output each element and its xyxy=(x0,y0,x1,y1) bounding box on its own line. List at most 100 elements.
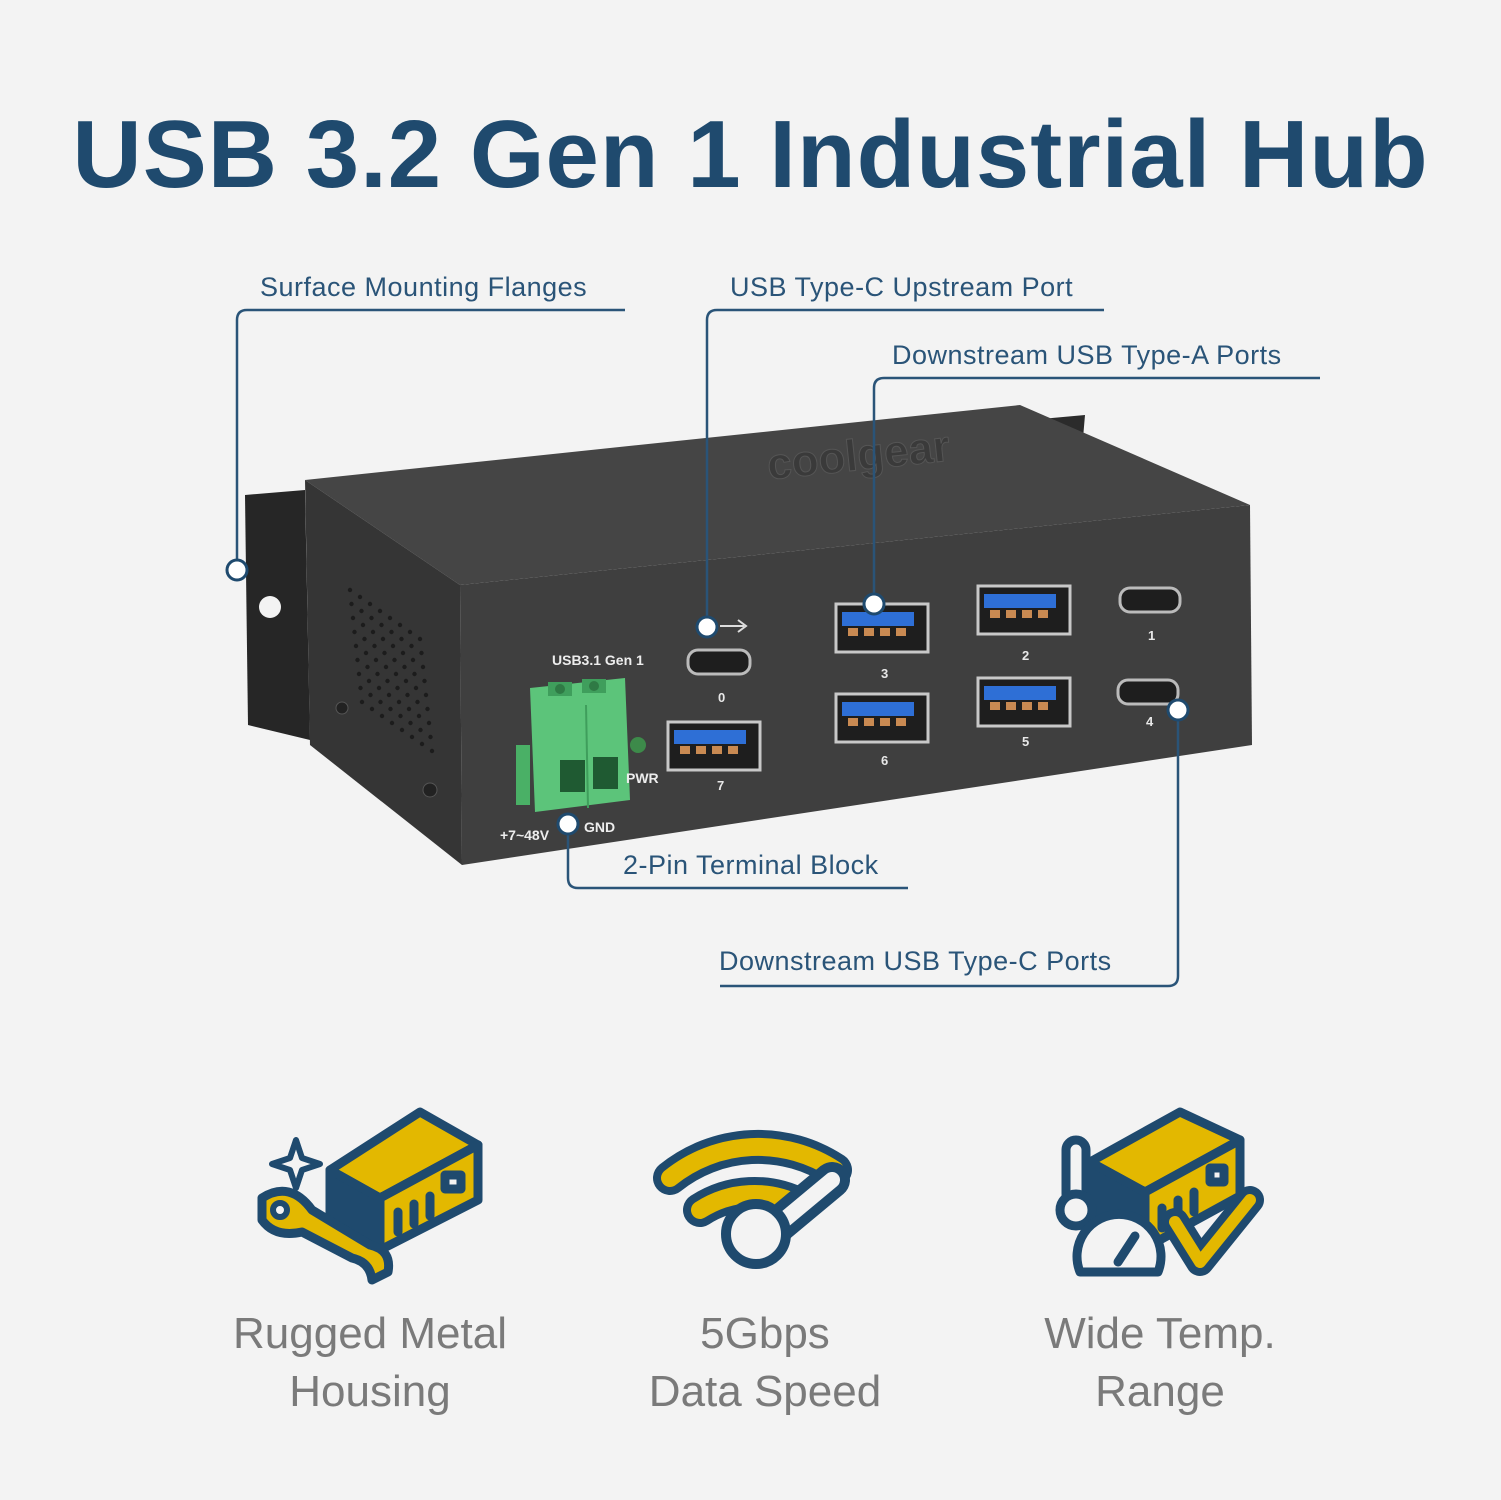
vent-hole xyxy=(415,699,420,705)
feature-rugged-line1: Rugged Metal xyxy=(233,1309,507,1358)
port-label-5: 5 xyxy=(1022,734,1029,749)
vent-hole xyxy=(369,615,374,621)
usb-a-pin xyxy=(864,628,874,636)
vent-hole xyxy=(378,699,383,705)
vent-hole xyxy=(379,713,385,719)
vent-hole xyxy=(383,664,389,670)
feature-speed-line1: 5Gbps xyxy=(700,1309,830,1358)
vent-hole xyxy=(419,650,424,656)
usb-a-pin xyxy=(1038,610,1048,618)
vent-hole xyxy=(359,608,364,614)
vent-hole xyxy=(428,734,433,740)
usb-a-pin xyxy=(880,718,890,726)
vent-hole xyxy=(372,643,377,649)
usb-a-pin xyxy=(1022,610,1032,618)
usb-a-pin xyxy=(990,610,1000,618)
page-title: USB 3.2 Gen 1 Industrial Hub xyxy=(72,101,1429,208)
vent-hole xyxy=(359,699,365,705)
usb-a-pin xyxy=(712,746,722,754)
feature-temp-line1: Wide Temp. xyxy=(1044,1309,1276,1358)
power-led xyxy=(630,737,646,753)
usb-a-pin xyxy=(1022,702,1032,710)
usb-a-pin xyxy=(864,718,874,726)
vent-hole xyxy=(425,706,430,712)
vent-hole xyxy=(356,671,362,677)
vent-hole xyxy=(358,685,363,691)
callout-lines xyxy=(235,308,1320,988)
vent-hole xyxy=(405,692,410,698)
vent-hole xyxy=(420,664,426,670)
vent-hole xyxy=(429,748,435,754)
usb-a-pin xyxy=(696,746,706,754)
vent-hole xyxy=(375,671,380,677)
feature-speed: 5Gbps Data Speed xyxy=(565,1305,965,1421)
port-label-4: 4 xyxy=(1146,714,1154,729)
vent-hole xyxy=(393,671,399,677)
vent-hole xyxy=(392,657,397,663)
vent-hole xyxy=(363,650,369,656)
vent-hole xyxy=(370,629,376,635)
port-label-7: 7 xyxy=(717,778,724,793)
vent-hole xyxy=(349,601,354,607)
vent-hole xyxy=(387,615,393,621)
side-screw xyxy=(335,701,349,715)
usb-a-ports xyxy=(666,584,1072,772)
usb-a-pin xyxy=(680,746,690,754)
callout-flanges: Surface Mounting Flanges xyxy=(260,272,588,302)
panel-usb-label: USB3.1 Gen 1 xyxy=(552,652,644,668)
vent-hole xyxy=(419,741,425,747)
vent-hole xyxy=(390,643,396,649)
vent-hole xyxy=(395,685,400,691)
vent-hole xyxy=(423,692,429,698)
vent-hole xyxy=(380,636,386,642)
vent-hole xyxy=(410,657,416,663)
port-label-0: 0 xyxy=(718,690,725,705)
vent-hole xyxy=(409,734,415,740)
vent-hole xyxy=(386,692,392,698)
feature-rugged: Rugged Metal Housing xyxy=(170,1305,570,1421)
flange-hole xyxy=(259,596,281,618)
vent-hole xyxy=(402,664,407,670)
vent-hole xyxy=(412,671,417,677)
vent-hole xyxy=(408,720,413,726)
vent-hole xyxy=(352,629,357,635)
terminal-block xyxy=(516,678,630,812)
vent-hole xyxy=(399,727,405,733)
vent-hole xyxy=(347,587,353,593)
usb-a-pin xyxy=(1006,610,1016,618)
usb-a-pin xyxy=(728,746,738,754)
vent-hole xyxy=(365,664,370,670)
vent-hole xyxy=(416,713,422,719)
vent-hole xyxy=(396,699,402,705)
vent-hole xyxy=(373,657,379,663)
hub-top-face xyxy=(305,405,1250,585)
usb-a-pin xyxy=(848,718,858,726)
port-label-3: 3 xyxy=(881,666,888,681)
data-speed-icon xyxy=(653,1129,852,1269)
port-label-6: 6 xyxy=(881,753,888,768)
vent-hole xyxy=(350,615,356,621)
port-label-1: 1 xyxy=(1148,628,1155,643)
vent-hole xyxy=(399,636,404,642)
vent-hole xyxy=(379,622,384,628)
vent-hole xyxy=(403,678,409,684)
vent-hole xyxy=(385,678,390,684)
vent-hole xyxy=(389,720,395,726)
usb-a-pin xyxy=(896,628,906,636)
vent-hole xyxy=(382,650,387,656)
hub-side-face xyxy=(305,480,462,865)
vent-hole xyxy=(368,692,373,698)
pwr-label: PWR xyxy=(626,770,659,786)
vent-hole xyxy=(353,643,359,649)
vent-hole xyxy=(413,685,419,691)
vent-hole xyxy=(357,594,363,600)
usb-a-tongue xyxy=(842,612,914,626)
usb-c-port-1 xyxy=(1118,586,1182,614)
voltage-label: +7~48V xyxy=(500,827,550,843)
callout-upstream: USB Type-C Upstream Port xyxy=(730,272,1074,302)
vent-hole xyxy=(406,706,412,712)
vent-hole xyxy=(377,608,383,614)
usb-symbol-icon xyxy=(720,619,748,633)
usb-a-tongue xyxy=(674,730,746,744)
